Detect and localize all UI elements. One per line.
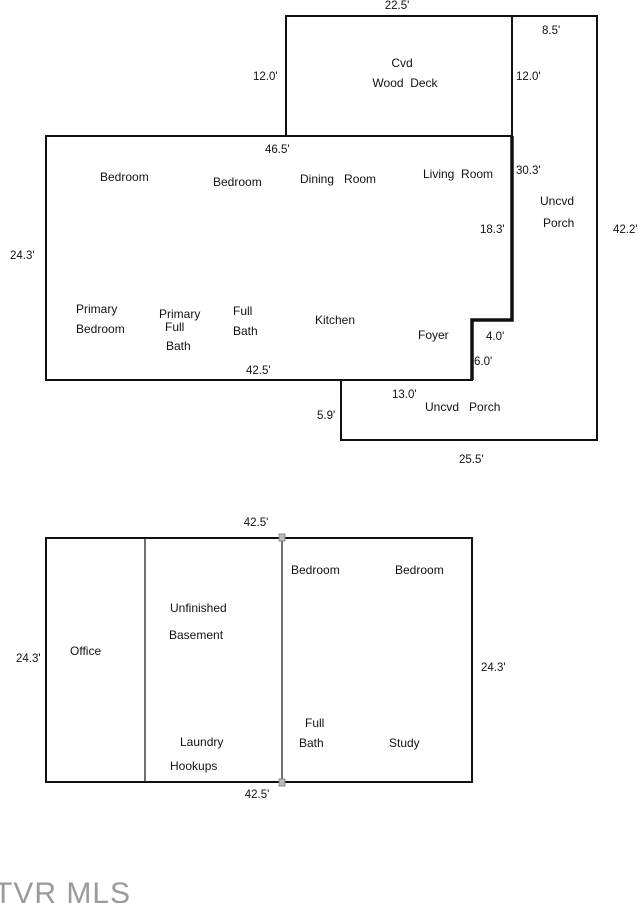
uncvd-porch-bottom-label: Uncvd Porch bbox=[425, 400, 500, 414]
mls-watermark: TVR MLS bbox=[0, 877, 131, 903]
cvd-label: Cvd bbox=[391, 56, 412, 70]
primary-full-bath-label-1: Primary bbox=[159, 307, 200, 321]
laundry-label-1: Laundry bbox=[180, 735, 223, 749]
dim-porch-bottom-left: 5.9' bbox=[317, 410, 335, 422]
dim-porch-bottom: 25.5' bbox=[459, 454, 484, 466]
porch-right-outline bbox=[472, 15, 598, 441]
main-floor-plan: Cvd Wood Deck Bedroom Bedroom Dining Roo… bbox=[10, 0, 638, 466]
porch-bottom-outline bbox=[340, 379, 472, 441]
dim-house-left: 24.3' bbox=[10, 250, 35, 262]
dining-room-label: Dining Room bbox=[300, 172, 376, 186]
office-label: Office bbox=[70, 644, 101, 658]
unfinished-label-1: Unfinished bbox=[170, 601, 227, 615]
dim-house-right-upper: 30.3' bbox=[516, 165, 541, 177]
house-step-wall bbox=[470, 136, 514, 380]
dim-basement-right: 24.3' bbox=[481, 662, 506, 674]
living-room-label: Living Room bbox=[423, 167, 493, 181]
dim-basement-bottom: 42.5' bbox=[245, 789, 270, 801]
primary-full-bath-label-3: Bath bbox=[166, 339, 191, 353]
primary-bedroom-label-2: Bedroom bbox=[76, 322, 125, 336]
foyer-label: Foyer bbox=[418, 328, 449, 342]
primary-bedroom-label-1: Primary bbox=[76, 302, 117, 316]
kitchen-label: Kitchen bbox=[315, 313, 355, 327]
unfinished-label-2: Basement bbox=[169, 628, 224, 642]
basement-full-bath-label-2: Bath bbox=[299, 736, 324, 750]
dim-porch-right: 42.2' bbox=[613, 224, 638, 236]
basement-bedroom-label-2: Bedroom bbox=[395, 563, 444, 577]
uncvd-right-label: Uncvd bbox=[540, 194, 574, 208]
dim-deck-right: 12.0' bbox=[516, 71, 541, 83]
dim-step-vertical: 6.0' bbox=[474, 356, 492, 368]
porch-right-label: Porch bbox=[543, 216, 574, 230]
basement-outline bbox=[45, 537, 473, 783]
basement-plan: Office Unfinished Basement Laundry Hooku… bbox=[16, 517, 506, 801]
wood-deck-label: Wood Deck bbox=[372, 76, 438, 90]
dim-house-top: 46.5' bbox=[265, 144, 290, 156]
study-label: Study bbox=[389, 736, 420, 750]
dim-house-bottom: 42.5' bbox=[246, 365, 271, 377]
bedroom-center-label: Bedroom bbox=[213, 175, 262, 189]
dim-house-right-mid: 18.3' bbox=[480, 224, 505, 236]
bedroom-left-label: Bedroom bbox=[100, 170, 149, 184]
dim-porch-top: 8.5' bbox=[542, 25, 560, 37]
basement-marker-bottom bbox=[278, 778, 286, 787]
dim-deck-top: 22.5' bbox=[385, 0, 410, 12]
primary-full-bath-label-2: Full bbox=[165, 320, 184, 334]
laundry-label-2: Hookups bbox=[170, 759, 217, 773]
dim-basement-left: 24.3' bbox=[16, 653, 41, 665]
dim-deck-left: 12.0' bbox=[253, 71, 278, 83]
basement-bedroom-label-1: Bedroom bbox=[291, 563, 340, 577]
dim-step-horizontal: 4.0' bbox=[486, 331, 504, 343]
basement-marker-top bbox=[278, 533, 286, 542]
basement-full-bath-label-1: Full bbox=[305, 716, 324, 730]
dim-porch-bottom-top: 13.0' bbox=[392, 389, 417, 401]
full-bath-label-1: Full bbox=[233, 304, 252, 318]
full-bath-label-2: Bath bbox=[233, 324, 258, 338]
dim-basement-top: 42.5' bbox=[244, 517, 269, 529]
